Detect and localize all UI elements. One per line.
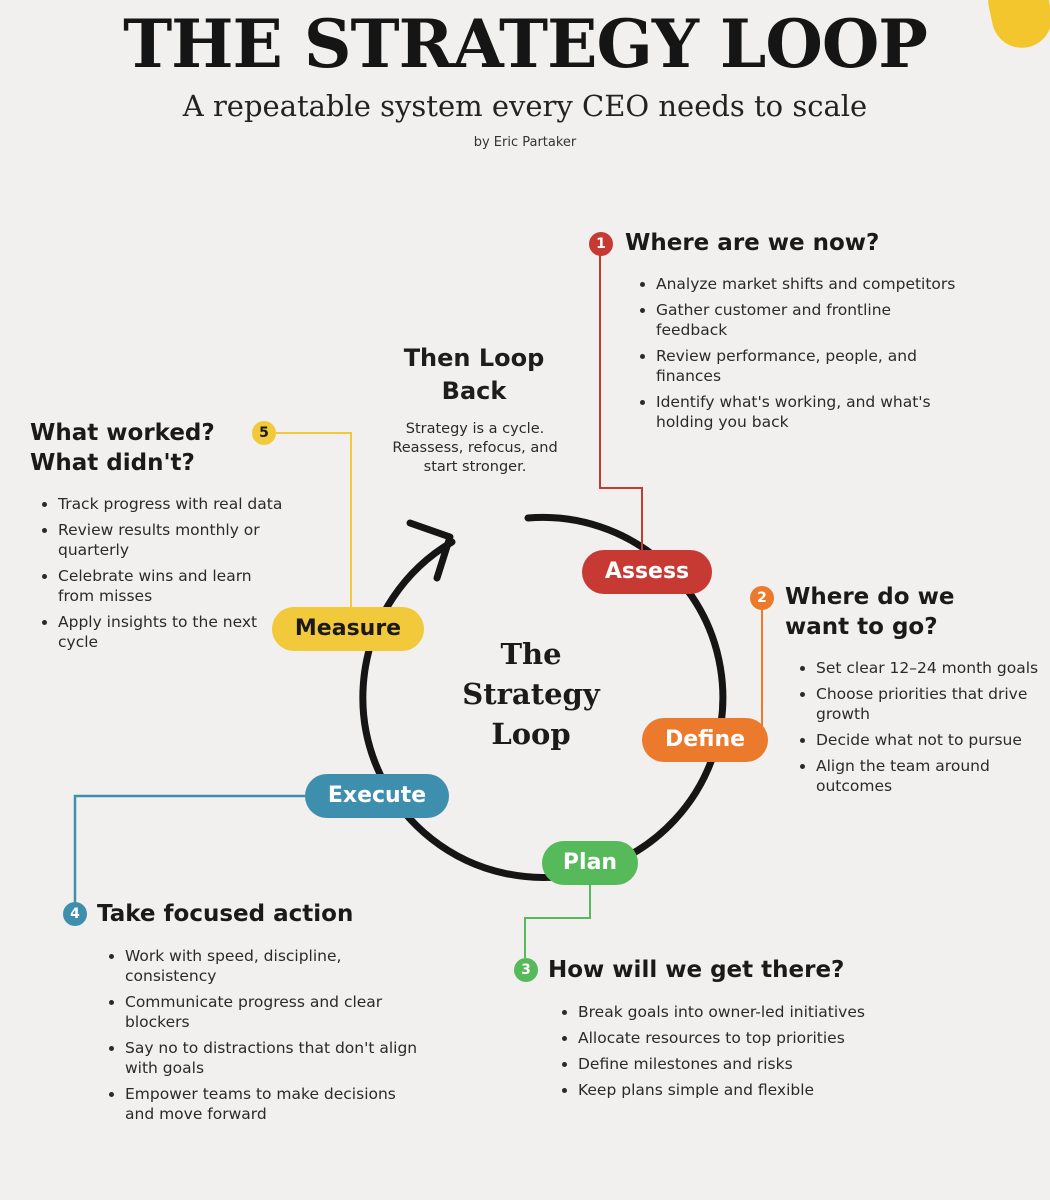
connector-define <box>740 597 763 736</box>
measure-pill: Measure <box>272 607 424 651</box>
list-item: Track progress with real data <box>58 494 288 514</box>
byline: by Eric Partaker <box>473 135 577 150</box>
stage-1-bullets: Analyze market shifts and competitors Ga… <box>636 274 956 438</box>
define-pill: Define <box>642 718 768 762</box>
step-1-badge: 1 <box>589 232 613 256</box>
stage-3-bullets: Break goals into owner-led initiatives A… <box>558 1002 958 1106</box>
stage-5-heading: What worked? What didn't? <box>30 420 215 476</box>
list-item: Communicate progress and clear blockers <box>125 992 425 1032</box>
connector-assess <box>599 254 643 552</box>
loop-arrowhead <box>406 519 454 582</box>
connector-plan <box>524 880 591 958</box>
list-item: Empower teams to make decisions and move… <box>125 1084 425 1124</box>
list-item: Align the team around outcomes <box>816 756 1050 796</box>
assess-pill: Assess <box>582 550 712 594</box>
stage-3-heading: How will we get there? <box>548 957 845 983</box>
list-item: Set clear 12–24 month goals <box>816 658 1050 678</box>
loop-back-heading: Then Loop Back <box>403 344 545 405</box>
list-item: Say no to distractions that don't align … <box>125 1038 425 1078</box>
list-item: Work with speed, discipline, consistency <box>125 946 425 986</box>
list-item: Gather customer and frontline feedback <box>656 300 956 340</box>
stage-1-heading: Where are we now? <box>625 230 880 256</box>
page-subtitle: A repeatable system every CEO needs to s… <box>182 89 868 123</box>
step-3-badge: 3 <box>514 958 538 982</box>
step-2-badge: 2 <box>750 586 774 610</box>
list-item: Identify what's working, and what's hold… <box>656 392 956 432</box>
stage-2-bullets: Set clear 12–24 month goals Choose prior… <box>796 658 1050 802</box>
step-4-badge: 4 <box>63 902 87 926</box>
list-item: Decide what not to pursue <box>816 730 1050 750</box>
stage-4-heading: Take focused action <box>97 901 354 927</box>
list-item: Allocate resources to top priorities <box>578 1028 958 1048</box>
center-title: The Strategy Loop <box>462 637 600 751</box>
execute-pill: Execute <box>305 774 449 818</box>
stage-4-bullets: Work with speed, discipline, consistency… <box>105 946 425 1130</box>
connector-execute <box>73 794 307 902</box>
list-item: Keep plans simple and flexible <box>578 1080 958 1100</box>
step-5-badge: 5 <box>252 421 276 445</box>
connector-measure <box>276 432 352 607</box>
loop-back-text: Strategy is a cycle. Reassess, refocus, … <box>392 421 558 475</box>
list-item: Apply insights to the next cycle <box>58 612 288 652</box>
list-item: Analyze market shifts and competitors <box>656 274 956 294</box>
list-item: Celebrate wins and learn from misses <box>58 566 288 606</box>
list-item: Review performance, people, and finances <box>656 346 956 386</box>
list-item: Define milestones and risks <box>578 1054 958 1074</box>
list-item: Review results monthly or quarterly <box>58 520 288 560</box>
plan-pill: Plan <box>542 841 638 885</box>
stage-5-bullets: Track progress with real data Review res… <box>38 494 288 658</box>
list-item: Choose priorities that drive growth <box>816 684 1050 724</box>
page-title: THE STRATEGY LOOP <box>123 5 928 83</box>
list-item: Break goals into owner-led initiatives <box>578 1002 958 1022</box>
stage-2-heading: Where do we want to go? <box>785 584 955 640</box>
